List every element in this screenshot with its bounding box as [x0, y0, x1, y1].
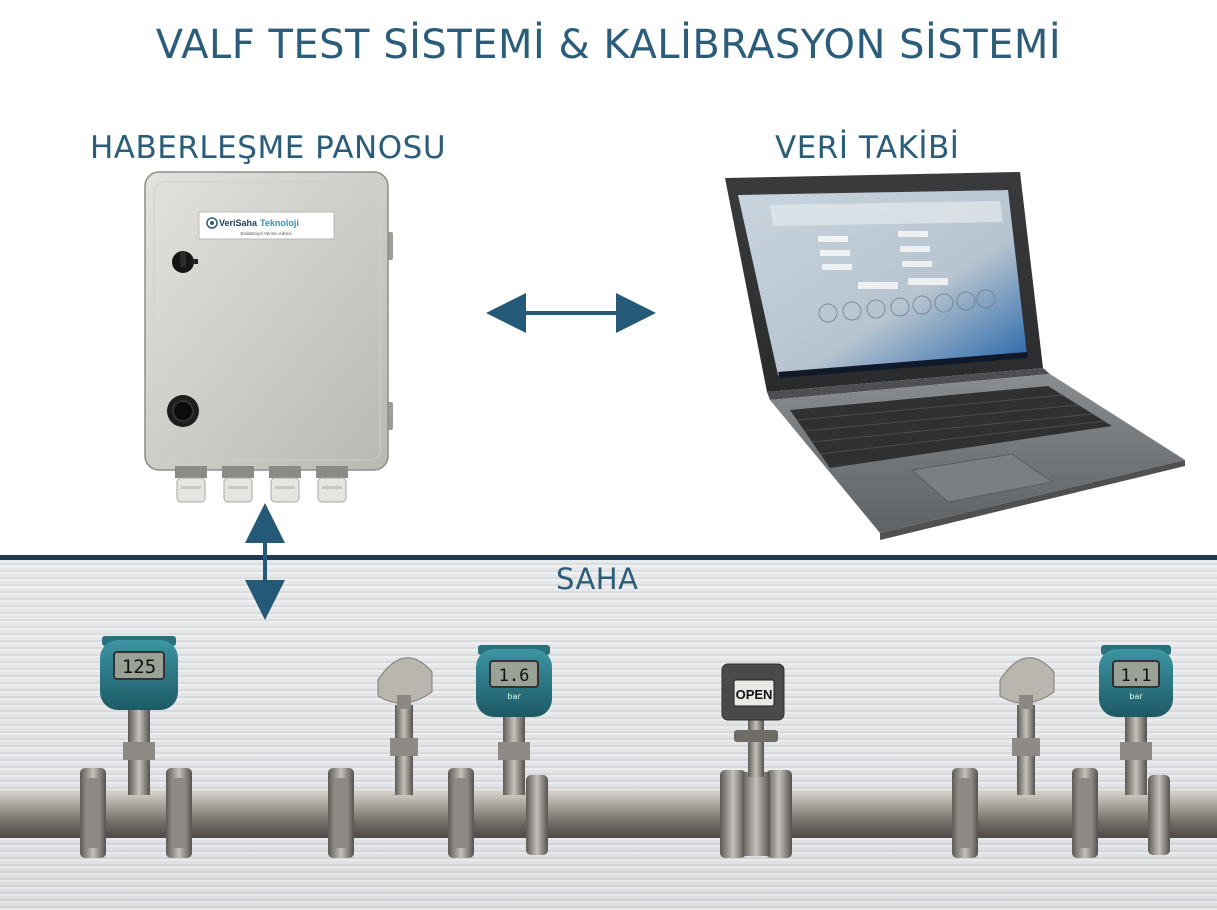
- valve-actuator: OPEN: [721, 663, 785, 777]
- cable-glands: [175, 466, 348, 503]
- brand-name-a: VeriSaha: [219, 218, 258, 228]
- laptop-touchpad: [910, 453, 1054, 503]
- valve-status: OPEN: [736, 687, 773, 702]
- page-title: VALF TEST SİSTEMİ & KALİBRASYON SİSTEMİ: [155, 22, 1062, 68]
- panel-brand-label: [198, 211, 335, 240]
- laptop-keyboard: [790, 386, 1112, 468]
- gauge3-display: 1.1: [1121, 666, 1152, 686]
- brand-tagline: Endüstriyel Verinin Adresi: [240, 231, 291, 236]
- pipeline: [0, 790, 1217, 838]
- panel-section-label: HABERLEŞME PANOSU: [90, 130, 447, 166]
- field-area: [0, 555, 1217, 910]
- selector-switch-icon: [172, 251, 198, 273]
- gauge2-unit: bar: [507, 692, 521, 701]
- pressure-transmitter-1: 125: [100, 636, 178, 795]
- gauge2-display: 1.6: [499, 666, 530, 686]
- field-section-label: SAHA: [556, 562, 639, 596]
- gauge1-display: 125: [122, 656, 156, 678]
- temperature-sensor-1: [377, 657, 433, 795]
- valve-body: [742, 772, 770, 856]
- data-tracking-section-label: VERİ TAKİBİ: [775, 130, 960, 166]
- push-button-icon: [167, 395, 199, 427]
- laptop: [725, 172, 1185, 540]
- temperature-sensor-2: [999, 657, 1055, 795]
- brand-name-b: Teknoloji: [260, 218, 299, 228]
- gauge3-unit: bar: [1129, 692, 1143, 701]
- pipe-flanges: [80, 768, 1170, 858]
- pressure-transmitter-3: 1.1 bar: [1099, 645, 1173, 795]
- pressure-transmitter-2: 1.6 bar: [476, 645, 552, 795]
- brand-logo-icon: [206, 217, 218, 229]
